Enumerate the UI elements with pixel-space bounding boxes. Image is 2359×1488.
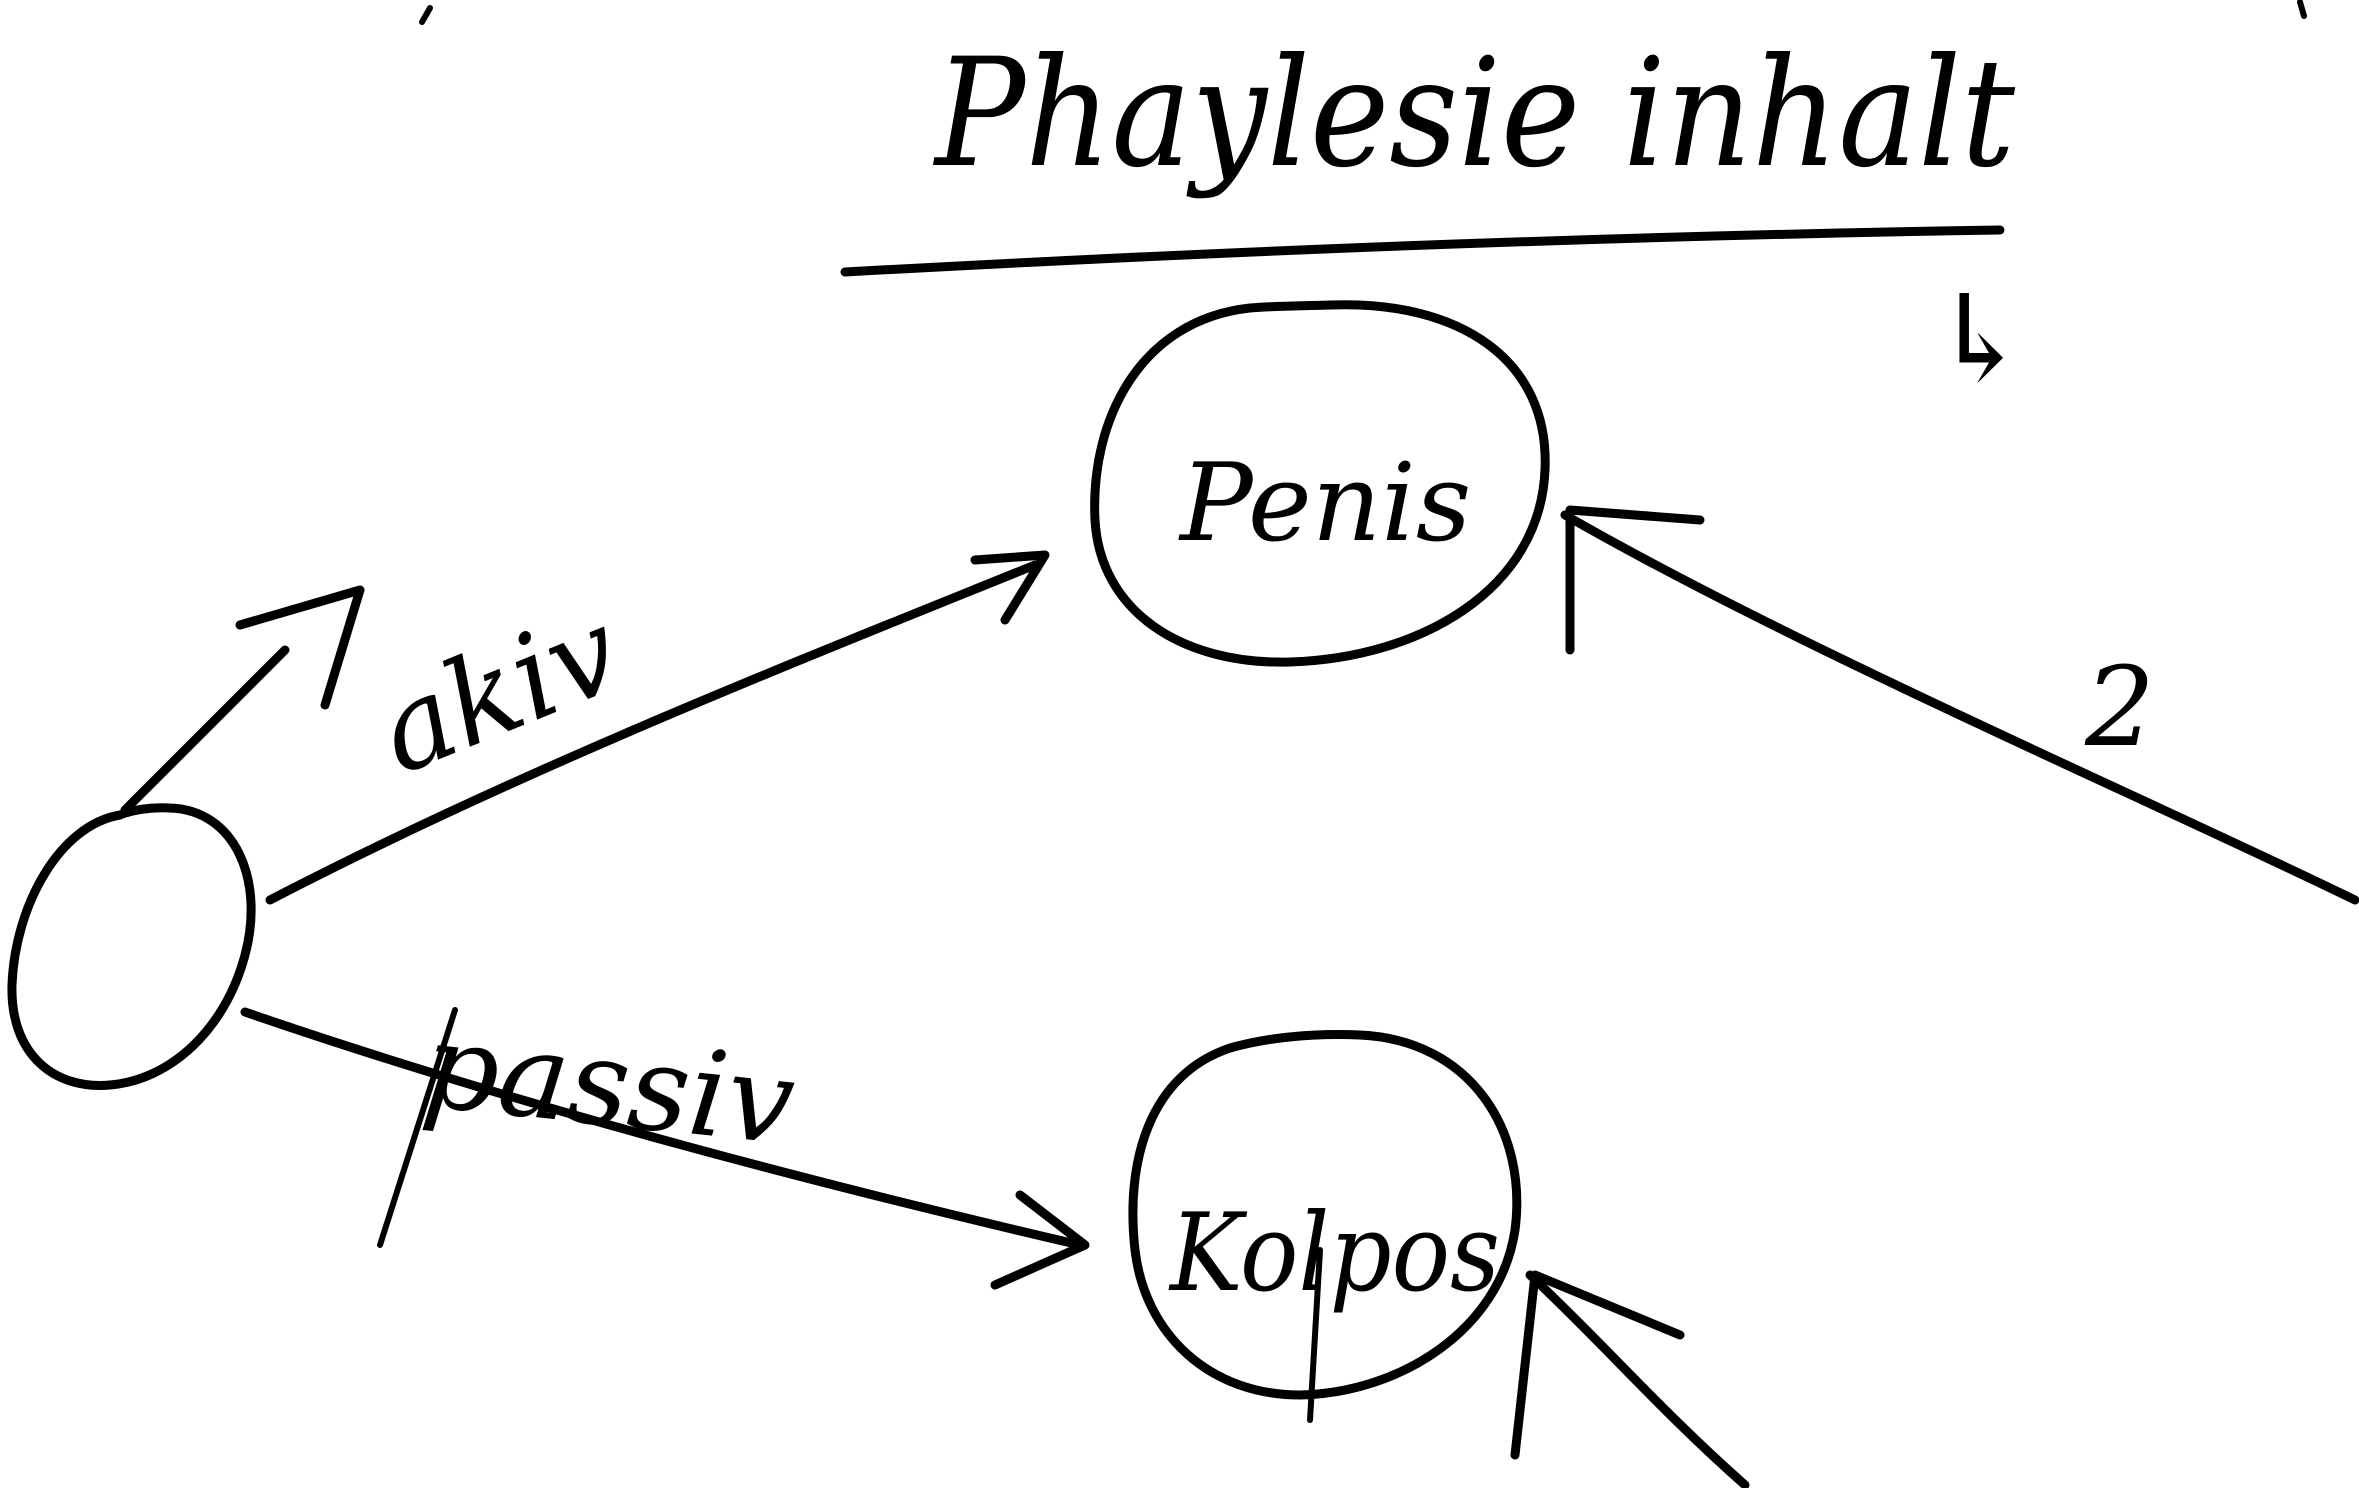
edge-upper-line [265,560,1040,905]
stray-mark-top-right [2297,0,2307,19]
diagram-title: Phaylesie inhalt [932,27,2015,201]
edge-right-arrowhead [1565,505,1705,655]
edge-lower-line [240,1007,1085,1250]
edge-upper-label: akiv [359,581,639,801]
stray-mark-top-left [419,5,433,25]
source-node-circle [7,803,256,1090]
edge-kolpos-right-line [1525,1270,1750,1488]
edge-kolpos-right-arrowhead [1510,1270,1685,1460]
edge-lower-arrowhead [990,1190,1090,1290]
edge-upper-arrowhead [970,550,1050,625]
edge-right-line [1560,510,2359,905]
node-kolpos-circle [1128,1030,1522,1400]
edge-lower-label: passiv [417,996,801,1172]
title-arrow-symbol: ↳ [1930,270,2031,409]
title-underline [840,225,2005,277]
node-penis-circle [1090,300,1550,667]
node-penis-label: Penis [1178,441,1471,566]
source-up-arrow [120,585,365,815]
edge-right-label: 2 [2084,643,2155,771]
kolpos-cross-stroke [1307,1247,1323,1423]
passiv-descender [377,1007,458,1248]
node-kolpos-label: Kolpos [1168,1191,1500,1316]
